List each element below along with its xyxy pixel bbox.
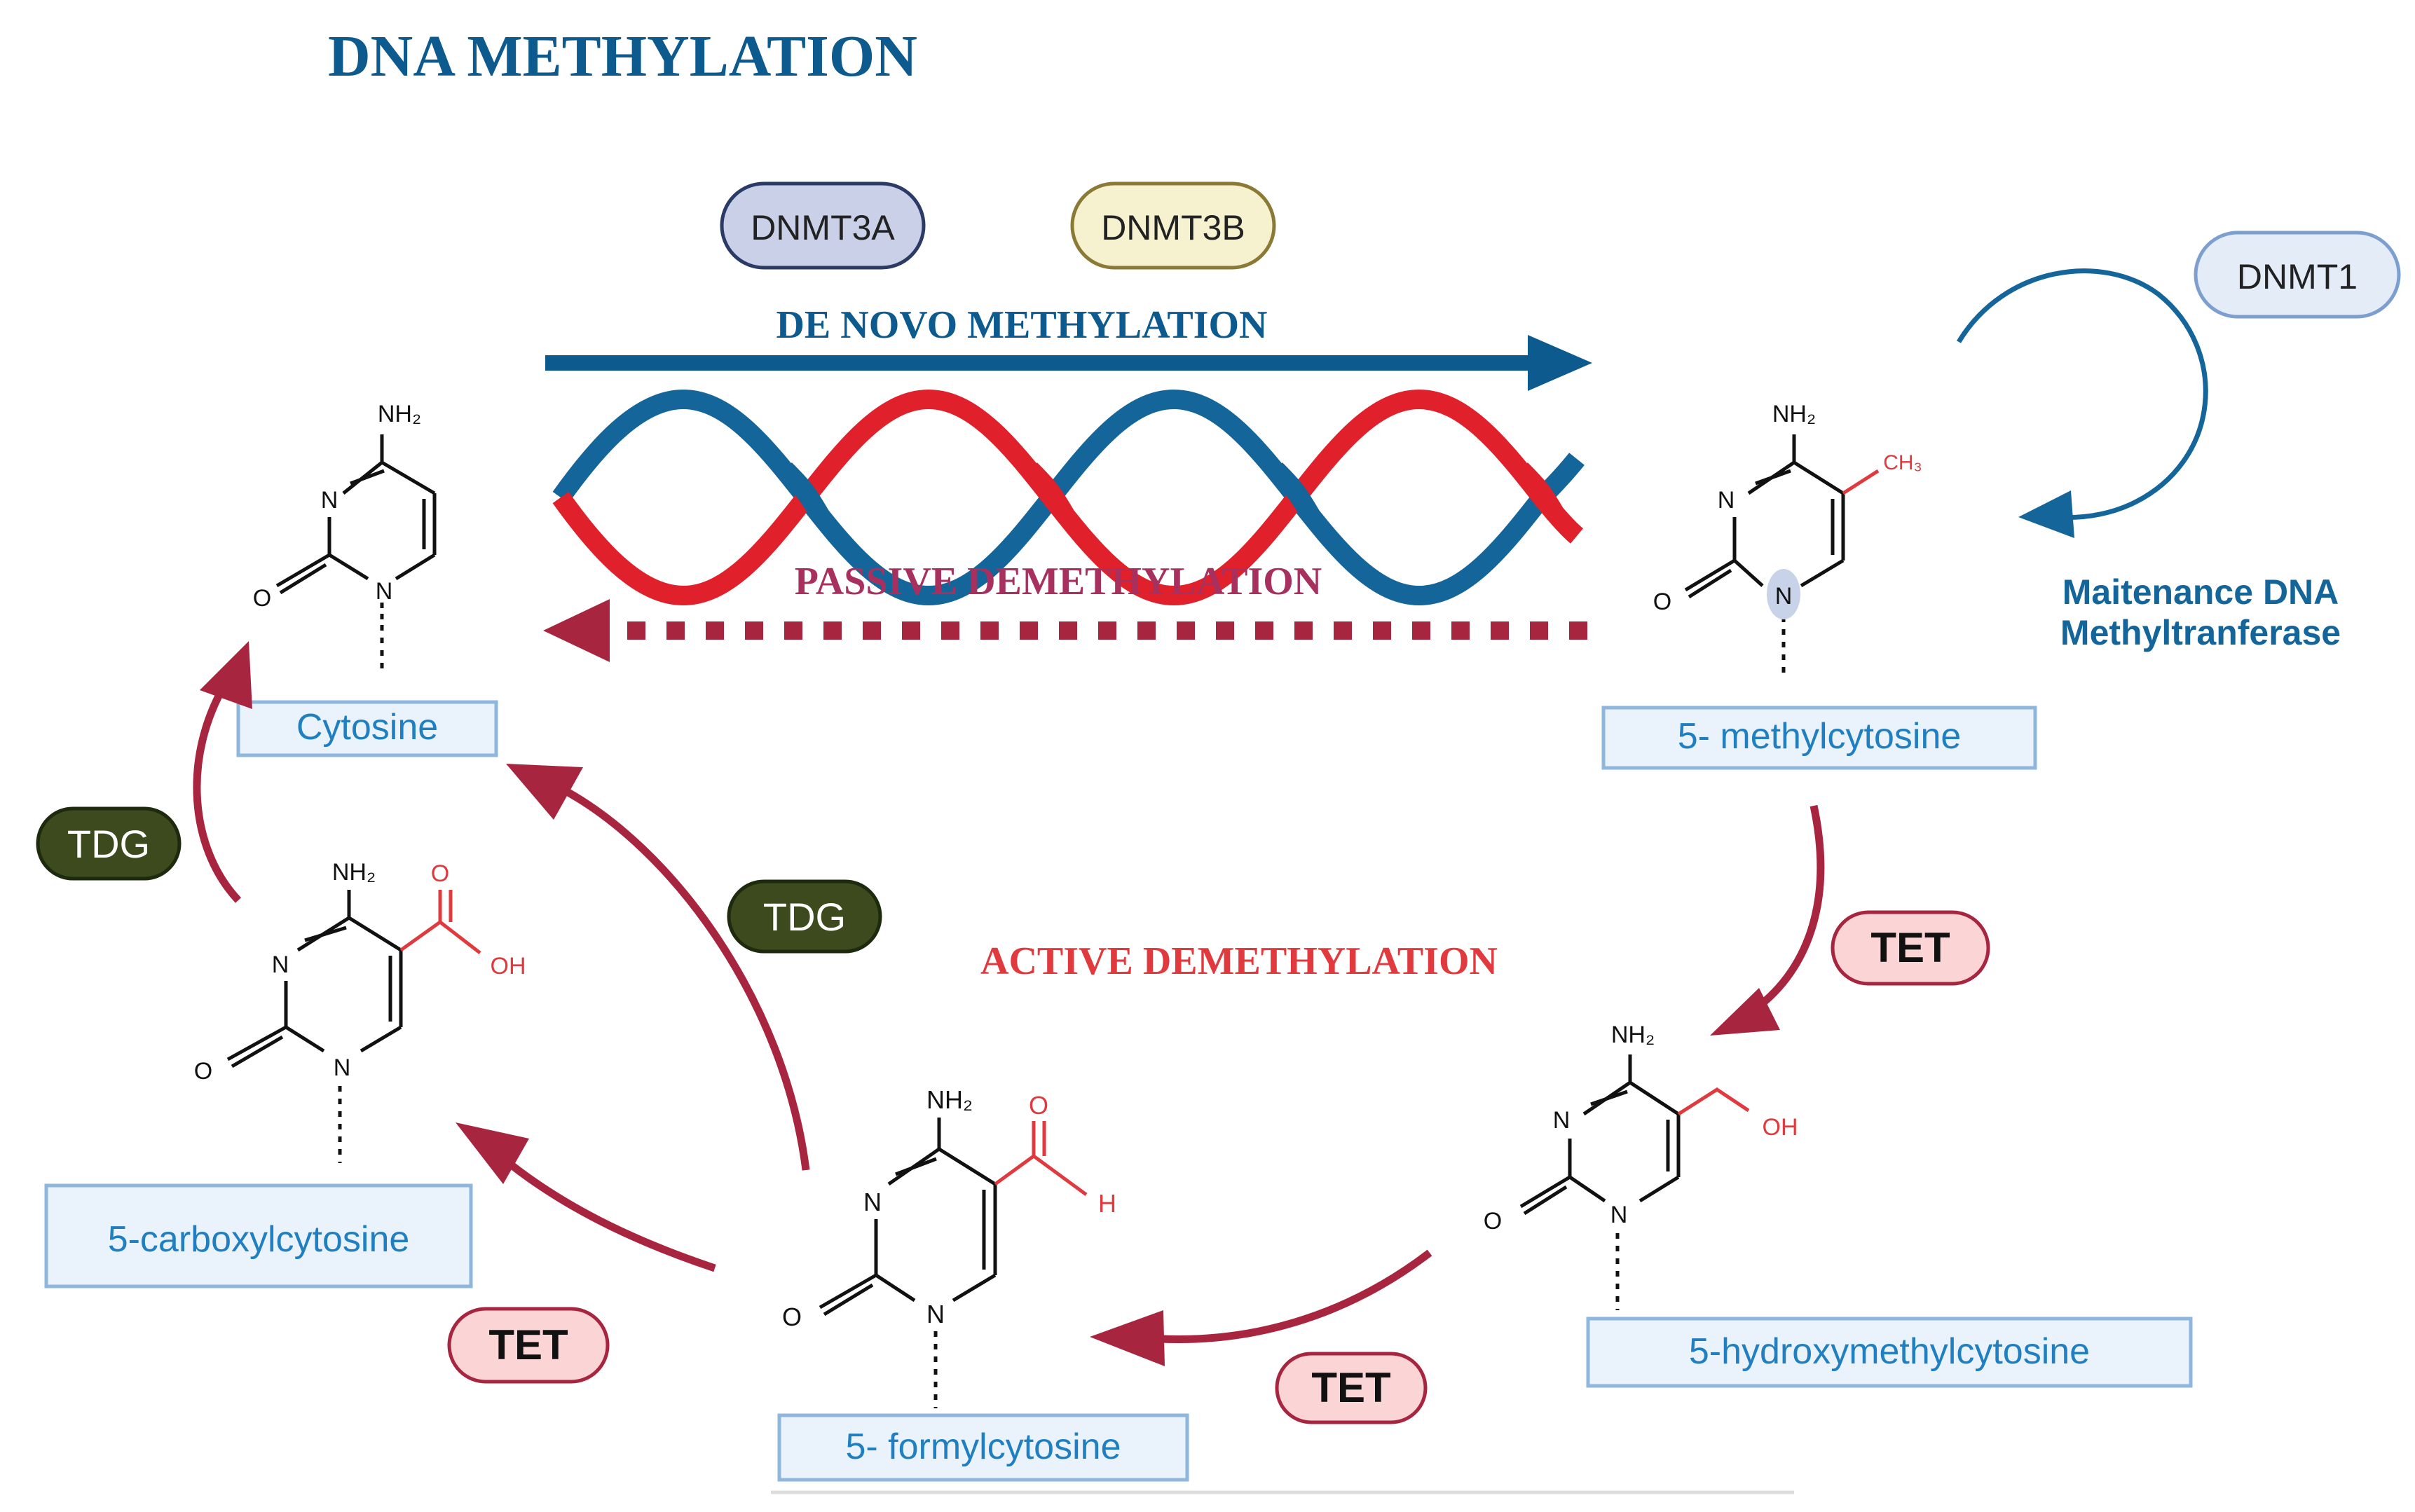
dnmt3a-label: DNMT3A (751, 208, 895, 247)
dnmt3b-pill: DNMT3B (1070, 181, 1276, 270)
cac-to-cytosine-arrow (193, 641, 252, 903)
cytosine-n1: N (376, 578, 393, 605)
tet-pill-3: TET (447, 1307, 610, 1384)
tdg-pill-2: TDG (36, 806, 182, 881)
formylcytosine-n3: N (863, 1188, 882, 1216)
carboxylcytosine-label: 5-carboxylcytosine (108, 1219, 410, 1260)
carboxyl-o: O (431, 860, 449, 887)
tet-label-2: TET (1311, 1364, 1390, 1411)
methylcytosine-ch3: CH₃ (1883, 451, 1922, 474)
active-demethylation-label: ACTIVE DEMETHYLATION (980, 940, 1498, 983)
formylcytosine-label-box: 5- formylcytosine (777, 1413, 1189, 1482)
tet-pill-2: TET (1275, 1352, 1428, 1424)
de-novo-methylation-label: DE NOVO METHYLATION (776, 303, 1267, 347)
hydroxymethylcytosine-nh2: NH₂ (1611, 1022, 1655, 1048)
maintenance-arc-arrow (1957, 268, 2208, 538)
formyl-h: H (1098, 1189, 1116, 1218)
tet-label-1: TET (1870, 924, 1950, 971)
methylcytosine-n3: N (1718, 487, 1735, 514)
carboxylcytosine-label-box: 5-carboxylcytosine (44, 1183, 473, 1288)
formylcytosine-structure (819, 1118, 997, 1408)
passive-demethylation-label: PASSIVE DEMETHYLATION (795, 560, 1322, 603)
methylcytosine-n1: N (1775, 583, 1793, 610)
hydroxymethylcytosine-label-box: 5-hydroxymethylcytosine (1586, 1317, 2193, 1388)
tdg-label-2: TDG (67, 822, 150, 866)
tdg-pill-1: TDG (727, 879, 882, 954)
dnmt3a-pill: DNMT3A (720, 181, 926, 270)
cytosine-nh2: NH₂ (378, 401, 421, 427)
carboxyl-group (399, 890, 481, 954)
carboxylcytosine-nh2: NH₂ (332, 859, 376, 886)
hydroxymethylcytosine-o: O (1484, 1208, 1502, 1235)
methylcytosine-nh2: NH₂ (1772, 401, 1816, 427)
fc-to-cac-arrow (456, 1122, 716, 1272)
dnmt1-pill: DNMT1 (2194, 231, 2401, 319)
dnmt3b-label: DNMT3B (1101, 208, 1245, 247)
methylcytosine-structure (1684, 434, 1845, 673)
carboxylcytosine-o: O (194, 1058, 212, 1085)
hydroxymethylcytosine-oh: OH (1763, 1114, 1798, 1141)
cytosine-o: O (253, 585, 271, 612)
tet-pill-1: TET (1831, 910, 1990, 986)
cytosine-n3: N (321, 487, 338, 514)
dna-helix (552, 389, 1585, 606)
carboxylcytosine-n3: N (272, 951, 289, 978)
formyl-group (994, 1121, 1088, 1197)
mc-to-hmc-arrow (1710, 804, 1825, 1036)
carboxylcytosine-n1: N (334, 1054, 351, 1081)
hydroxymethylcytosine-n1: N (1610, 1202, 1628, 1228)
hydroxymethylcytosine-label: 5-hydroxymethylcytosine (1689, 1331, 2090, 1372)
de-novo-arrow (545, 335, 1592, 391)
maintenance-label-line2: Methyltranferase (2060, 613, 2341, 652)
cytosine-label: Cytosine (296, 707, 438, 748)
page-title: DNA METHYLATION (328, 24, 917, 89)
methylcytosine-label: 5- methylcytosine (1678, 716, 1962, 757)
formylcytosine-o: O (782, 1303, 802, 1331)
cytosine-structure (275, 434, 437, 673)
formylcytosine-label: 5- formylcytosine (846, 1427, 1121, 1467)
hydroxymethyl-bond (1677, 1087, 1750, 1116)
maintenance-label-line1: Maitenance DNA (2062, 572, 2339, 612)
methylcytosine-label-box: 5- methylcytosine (1601, 706, 2037, 770)
passive-demethylation-arrow (543, 599, 1587, 662)
carboxylcytosine-structure (226, 890, 403, 1163)
hydroxymethylcytosine-n3: N (1553, 1107, 1571, 1134)
hydroxymethylcytosine-structure (1519, 1054, 1681, 1310)
carboxyl-oh: OH (491, 953, 526, 980)
cytosine-label-box: Cytosine (236, 700, 498, 757)
methylated-n-highlight (1767, 569, 1800, 619)
formylcytosine-n1: N (926, 1300, 945, 1328)
methylcytosine-o: O (1653, 589, 1671, 615)
tdg-label-1: TDG (763, 895, 846, 939)
methyl-bond (1842, 469, 1880, 495)
tet-label-3: TET (488, 1321, 568, 1368)
fc-to-cytosine-arrow (506, 764, 810, 1171)
dnmt1-label: DNMT1 (2237, 257, 2358, 296)
formylcytosine-nh2: NH₂ (926, 1085, 973, 1114)
hmc-to-fc-arrow (1090, 1249, 1432, 1366)
formyl-o: O (1029, 1091, 1048, 1120)
